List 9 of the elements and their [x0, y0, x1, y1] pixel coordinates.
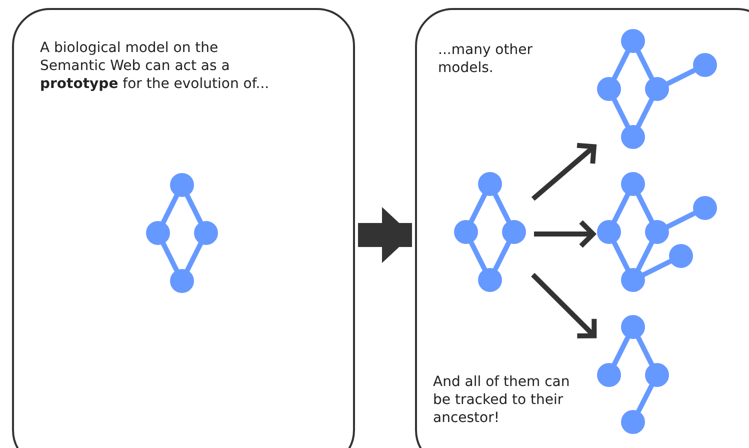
- arrow: [531, 142, 596, 201]
- arrow: [358, 207, 412, 263]
- panel: [12, 8, 355, 448]
- caption-text: And all of them can be tracked to their ancestor!: [433, 373, 571, 427]
- caption-text: ...many other models.: [438, 41, 534, 77]
- arrow: [531, 272, 597, 338]
- caption-text: A biological model on the Semantic Web can act as a prototype for the evolution of...: [40, 39, 270, 93]
- arrow: [534, 220, 596, 248]
- panel: [415, 8, 749, 448]
